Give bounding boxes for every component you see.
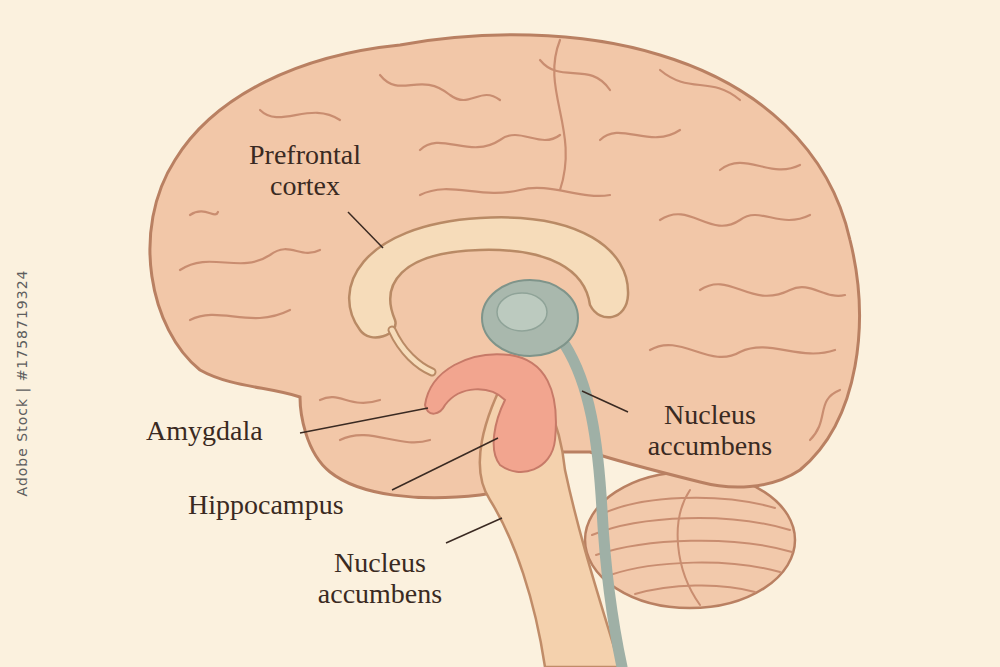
gyrus xyxy=(700,284,845,296)
leader-lines xyxy=(300,212,628,543)
hippocampus-shape xyxy=(425,354,556,472)
gyrus xyxy=(380,75,500,100)
part-label: Prefrontal cortex xyxy=(225,140,385,202)
watermark: Adobe Stock | #1758719324 xyxy=(15,270,29,497)
leader-line xyxy=(300,408,428,433)
cerebellum-folia xyxy=(592,490,792,605)
gyrus xyxy=(190,310,290,320)
cerebellum-outline xyxy=(585,472,795,608)
leader-line xyxy=(392,438,498,490)
fornix xyxy=(392,330,432,372)
leader-line xyxy=(582,391,628,412)
fornix xyxy=(392,330,432,372)
thalamus-inner xyxy=(497,293,547,331)
folium xyxy=(592,518,790,535)
leader-line xyxy=(446,518,502,543)
gyrus xyxy=(720,163,800,170)
gyrus xyxy=(340,435,430,442)
central-sulcus xyxy=(554,40,566,190)
folium xyxy=(596,541,792,555)
gyrus xyxy=(320,397,380,403)
gyrus xyxy=(660,70,740,100)
gyrus xyxy=(540,60,610,90)
gyrus xyxy=(810,390,840,440)
folium xyxy=(600,498,775,515)
leader-line xyxy=(348,212,383,248)
gyrus xyxy=(600,130,680,140)
thalamus xyxy=(482,280,578,356)
folium xyxy=(610,563,780,575)
gyrus xyxy=(650,345,835,357)
part-label: Nucleus accumbens xyxy=(295,548,465,610)
gyrus xyxy=(660,214,810,226)
gyrus xyxy=(190,211,218,215)
part-label: Amygdala xyxy=(146,416,263,447)
cerebellum xyxy=(585,472,795,608)
folium xyxy=(635,585,755,594)
gyrus xyxy=(180,249,320,270)
gyrus xyxy=(260,110,340,120)
part-label: Hippocampus xyxy=(188,490,344,521)
part-label: Nucleus accumbens xyxy=(625,400,795,462)
gyrus xyxy=(420,188,610,196)
brainstem-band xyxy=(565,345,622,667)
gyrus xyxy=(420,135,560,150)
folium xyxy=(678,490,700,605)
